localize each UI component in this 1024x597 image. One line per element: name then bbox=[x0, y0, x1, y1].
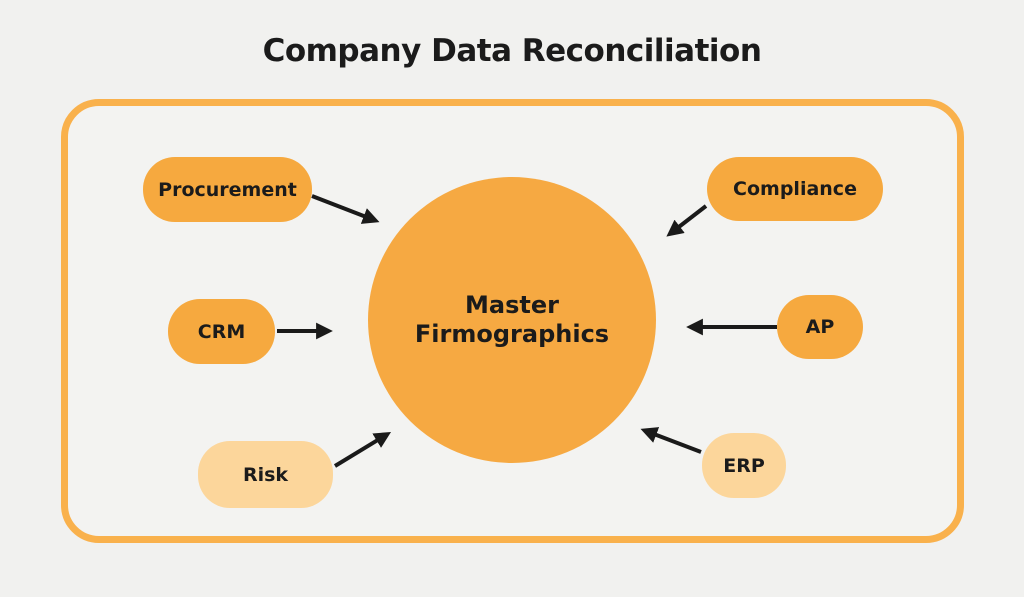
node-risk: Risk bbox=[198, 441, 333, 508]
node-crm: CRM bbox=[168, 299, 275, 364]
node-ap-label: AP bbox=[805, 316, 835, 338]
node-compliance: Compliance bbox=[707, 157, 883, 221]
center-node-label-line2: Firmographics bbox=[414, 320, 610, 348]
node-ap: AP bbox=[777, 295, 863, 359]
center-node-label-line1: Master bbox=[465, 291, 559, 319]
node-risk-label: Risk bbox=[242, 463, 289, 486]
node-master-firmographics: Master Firmographics bbox=[368, 177, 656, 463]
node-crm-label: CRM bbox=[197, 320, 246, 343]
node-procurement-label: Procurement bbox=[158, 178, 297, 201]
page-title: Company Data Reconciliation bbox=[262, 33, 762, 69]
node-compliance-label: Compliance bbox=[733, 178, 857, 200]
node-erp-label: ERP bbox=[723, 454, 765, 477]
node-procurement: Procurement bbox=[143, 157, 312, 222]
node-erp: ERP bbox=[702, 433, 786, 498]
